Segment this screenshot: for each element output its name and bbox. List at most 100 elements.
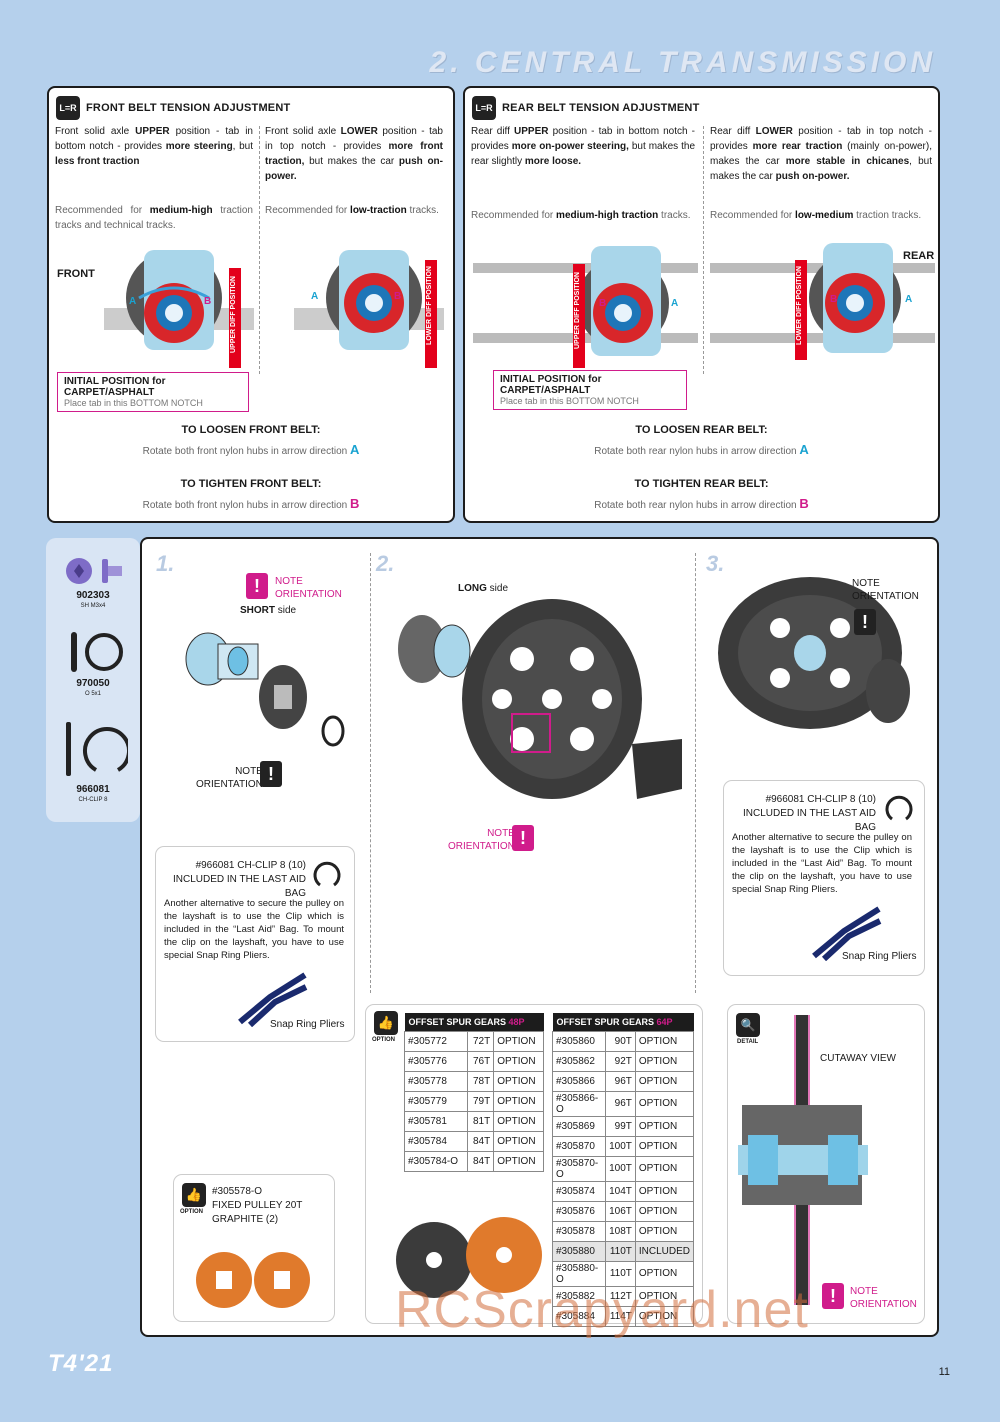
table-cell: OPTION xyxy=(493,1030,544,1052)
o-ring-icon xyxy=(71,632,123,672)
rear-lower-diagram xyxy=(710,243,935,353)
rear-loosen-text: Rotate both rear nylon hubs in arrow dir… xyxy=(594,442,809,457)
rear-tighten-text: Rotate both rear nylon hubs in arrow dir… xyxy=(594,496,809,511)
pliers-icon xyxy=(238,972,308,1027)
clip-info-box-2: #966081 CH-CLIP 8 (10)INCLUDED IN THE LA… xyxy=(724,781,924,975)
rear-initial-position: INITIAL POSITION for CARPET/ASPHALT Plac… xyxy=(493,370,687,410)
front-side-label: FRONT xyxy=(57,268,95,280)
step-1-label: 1. xyxy=(156,551,175,576)
note-icon: ! xyxy=(512,825,534,851)
option-label: OPTION xyxy=(372,1037,396,1043)
front-rec-2: Recommended for low-traction tracks. xyxy=(265,205,439,216)
table-cell: 100T xyxy=(605,1135,636,1157)
front-tighten-text: Rotate both front nylon hubs in arrow di… xyxy=(142,496,360,511)
rear-upper-diff-label: UPPER DIFF POSITION xyxy=(574,272,581,350)
detail-icon: 🔍 xyxy=(736,1013,760,1037)
table-cell: #305866 xyxy=(551,1070,607,1092)
table-cell: #305876 xyxy=(551,1200,607,1222)
table-cell: 78T xyxy=(466,1070,495,1092)
table-cell: #305880 xyxy=(551,1240,607,1262)
front-lower-diagram xyxy=(294,250,444,350)
circlip-icon xyxy=(66,722,128,776)
rear-lower-text: Rear diff LOWER position - tab in top no… xyxy=(710,126,932,182)
rear-upper-diff-bar xyxy=(573,264,585,368)
pliers-label: Snap Ring Pliers xyxy=(842,951,917,962)
front-arrow-b-1: B xyxy=(204,296,212,307)
page-header-title: 2. CENTRAL TRANSMISSION xyxy=(429,46,936,79)
part-desc: O 5x1 xyxy=(84,691,101,697)
table-cell: 90T xyxy=(605,1030,636,1052)
table-cell: OPTION xyxy=(634,1050,695,1072)
rear-arrow-a-1: A xyxy=(671,298,679,309)
table-header: OFFSET SPUR GEARS 64P xyxy=(552,1013,694,1031)
rear-arrow-b-2: B xyxy=(830,294,838,305)
table-cell: OPTION xyxy=(634,1070,695,1092)
clip-text: Another alternative to secure the pulley… xyxy=(164,898,344,961)
table-cell: 114T xyxy=(605,1305,636,1327)
table-cell: #305779 xyxy=(404,1090,468,1112)
table-cell: OPTION xyxy=(634,1180,695,1202)
lr-icon: L=R xyxy=(472,96,496,120)
thumbs-up-icon: 👍 xyxy=(374,1011,398,1035)
table-cell: #305862 xyxy=(551,1050,607,1072)
table-cell: #305884 xyxy=(551,1305,607,1327)
front-initial-position: INITIAL POSITION for CARPET/ASPHALT Plac… xyxy=(57,372,249,412)
clip-text: Another alternative to secure the pulley… xyxy=(732,832,912,895)
table-cell: #305781 xyxy=(404,1110,468,1132)
table-cell: 79T xyxy=(466,1090,495,1112)
note-icon: ! xyxy=(246,573,268,599)
rear-lower-diff-label: LOWER DIFF POSITION xyxy=(796,266,803,345)
table-cell: #305866-O xyxy=(551,1090,607,1117)
circlip-icon xyxy=(313,861,341,887)
table-cell: #305784-O xyxy=(404,1150,468,1172)
table-cell: 106T xyxy=(605,1200,636,1222)
parts-sidebar: 902303 SH M3x4 970050 O 5x1 966081 CH-CL… xyxy=(46,538,140,822)
rear-upper-diagram xyxy=(473,246,698,356)
thumbs-up-icon: 👍 xyxy=(182,1183,206,1207)
table-cell: #305870-O xyxy=(551,1155,607,1182)
step-3-label: 3. xyxy=(706,551,725,576)
note-icon: ! xyxy=(260,761,282,787)
table-cell: 84T xyxy=(466,1150,495,1172)
table-cell: OPTION xyxy=(634,1135,695,1157)
front-upper-diagram xyxy=(104,250,254,350)
rear-loosen-title: TO LOOSEN REAR BELT: xyxy=(635,424,768,436)
table-cell: OPTION xyxy=(493,1050,544,1072)
table-cell: OPTION xyxy=(634,1115,695,1137)
note-icon: ! xyxy=(854,609,876,635)
front-loosen-title: TO LOOSEN FRONT BELT: xyxy=(181,424,321,436)
table-cell: OPTION xyxy=(493,1130,544,1152)
table-cell: OPTION xyxy=(634,1220,695,1242)
table-cell: #305874 xyxy=(551,1180,607,1202)
table-cell: 108T xyxy=(605,1220,636,1242)
front-belt-panel: L=R FRONT BELT TENSION ADJUSTMENT Front … xyxy=(47,86,455,523)
spur-gears-image xyxy=(396,1217,542,1298)
rear-lower-diff-bar xyxy=(795,260,807,360)
detail-label: DETAIL xyxy=(737,1039,759,1045)
front-tighten-title: TO TIGHTEN FRONT BELT: xyxy=(180,478,322,490)
rear-panel-title: REAR BELT TENSION ADJUSTMENT xyxy=(502,102,700,114)
table-cell: OPTION xyxy=(493,1070,544,1092)
part-code: 902303 xyxy=(76,590,110,601)
rear-upper-text: Rear diff UPPER position - tab in bottom… xyxy=(471,126,696,167)
